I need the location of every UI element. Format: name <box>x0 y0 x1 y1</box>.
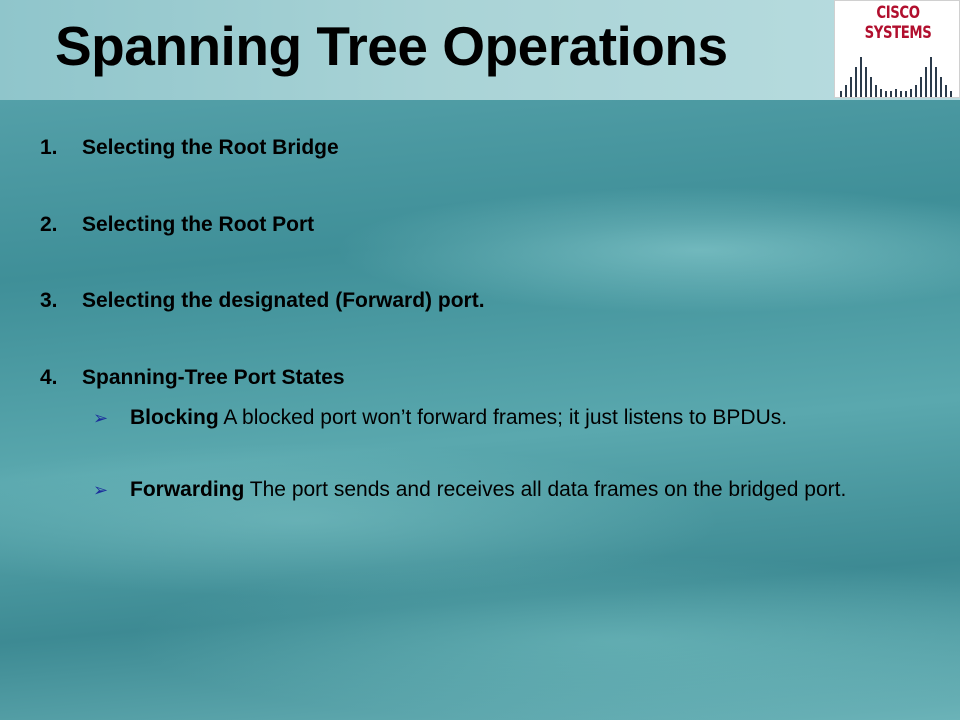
sub-item-term: Blocking <box>130 406 219 429</box>
sub-item: ➢ Blocking A blocked port won’t forward … <box>93 402 893 434</box>
sub-item-description: A blocked port won’t forward frames; it … <box>218 406 788 429</box>
slide-title: Spanning Tree Operations <box>55 15 728 77</box>
logo-text: Cisco Systems <box>864 3 932 43</box>
list-number: 3. <box>40 289 58 312</box>
sub-item-text: Forwarding The port sends and receives a… <box>130 474 846 506</box>
list-number: 1. <box>40 136 58 159</box>
list-label: Selecting the designated (Forward) port. <box>82 289 485 312</box>
sub-item-text: Blocking A blocked port won’t forward fr… <box>130 402 787 434</box>
cisco-logo: Cisco Systems <box>834 0 960 98</box>
list-item: 2. Selecting the Root Port <box>40 213 314 237</box>
list-number: 2. <box>40 213 58 236</box>
list-label: Selecting the Root Bridge <box>82 136 339 159</box>
list-item: 1. Selecting the Root Bridge <box>40 136 339 160</box>
arrow-bullet-icon: ➢ <box>93 480 109 500</box>
list-label: Selecting the Root Port <box>82 213 315 236</box>
list-label: Spanning-Tree Port States <box>82 366 345 389</box>
sub-item-term: Forwarding <box>130 478 245 501</box>
sub-item: ➢ Forwarding The port sends and receives… <box>93 474 893 506</box>
list-number: 4. <box>40 366 58 389</box>
bridge-bars-icon <box>840 57 952 97</box>
arrow-bullet-icon: ➢ <box>93 408 109 428</box>
list-item: 3. Selecting the designated (Forward) po… <box>40 289 485 313</box>
list-item: 4. Spanning-Tree Port States <box>40 366 345 390</box>
sub-item-description: The port sends and receives all data fra… <box>244 478 847 501</box>
title-band <box>0 0 960 100</box>
